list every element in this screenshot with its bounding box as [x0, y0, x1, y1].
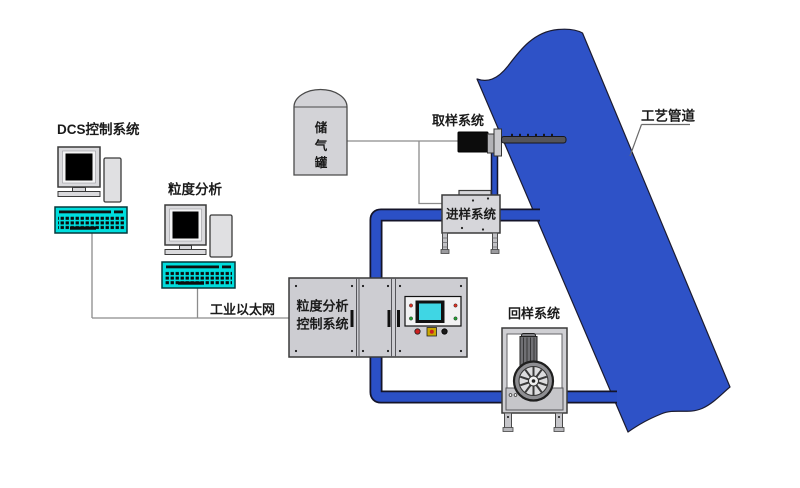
probe-notches [511, 133, 553, 137]
sampler-flange-inner [487, 133, 495, 154]
dcs-monitor-base [57, 191, 101, 197]
pipeline-leader-line [629, 123, 690, 157]
dcs-workstation-label: DCS控制系统 [57, 121, 140, 137]
cabinet-screws [294, 284, 463, 353]
return-bolts [508, 393, 518, 397]
sampler-flange-outer [493, 128, 502, 157]
gas-tank-label-3: 罐 [314, 155, 328, 170]
feeding-system-label: 进样系统 [446, 207, 497, 222]
control-cabinet: 粒度分析 控制系统 [288, 277, 468, 358]
analysis-tower [209, 214, 233, 258]
cabinet-door-seams [356, 278, 396, 357]
panel-screen [419, 303, 441, 320]
tank-to-feeder-line [418, 141, 442, 205]
feeder-legs [440, 232, 500, 254]
process-pipeline-label: 工艺管道 [641, 108, 695, 124]
cabinet-label-line2: 控制系统 [296, 317, 348, 332]
dcs-monitor-screen [65, 153, 93, 181]
analysis-keyboard [161, 261, 236, 289]
sampling-system-label: 取样系统 [432, 113, 484, 128]
dcs-keyboard [54, 206, 128, 234]
industrial-ethernet-label: 工业以太网 [210, 302, 275, 317]
sampler-cylinder [457, 131, 489, 153]
gas-tank-label-1: 储 [314, 120, 328, 135]
return-legs [502, 412, 565, 432]
blower-fan [512, 360, 555, 402]
analysis-monitor-base [164, 249, 207, 255]
feeder-screws [460, 197, 490, 231]
analysis-workstation-label: 粒度分析 [168, 181, 222, 197]
analysis-workstation: 粒度分析 [161, 181, 236, 289]
analysis-monitor-screen [172, 211, 199, 239]
return-system-label: 回样系统 [508, 306, 560, 321]
dcs-tower [103, 157, 122, 203]
panel-buttons[interactable] [414, 327, 448, 337]
feeder-body [441, 194, 501, 234]
process-pipeline-shape [476, 28, 731, 433]
feeding-system: 进样系统 [440, 189, 501, 254]
return-system: 回样系统 [501, 306, 568, 432]
connector-lines [91, 140, 458, 319]
sampling-system: 取样系统 [432, 113, 567, 157]
gas-tank: 储 气 罐 [293, 88, 348, 176]
dcs-workstation: DCS控制系统 [54, 121, 140, 234]
panel-leds [409, 303, 458, 321]
cabinet-control-panel [404, 295, 462, 337]
pipeline-callout: 工艺管道 [629, 108, 695, 157]
cabinet-label-line1: 粒度分析 [296, 299, 348, 314]
cabinet-handles [350, 310, 400, 327]
sampler-probe-rod [501, 136, 567, 144]
gas-tank-label-2: 气 [314, 138, 328, 153]
